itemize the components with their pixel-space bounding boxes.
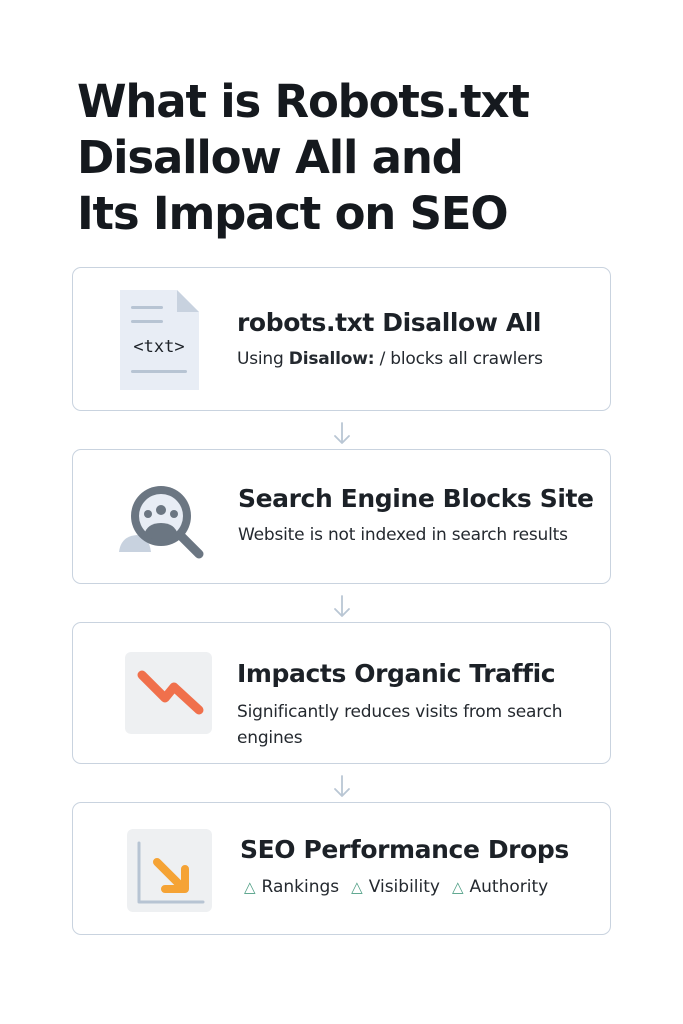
triangle-up-icon: △ xyxy=(351,878,363,896)
text-file-icon: <txt> xyxy=(119,290,201,390)
step-heading: Impacts Organic Traffic xyxy=(237,659,556,688)
step-card-organic-traffic: Impacts Organic Traffic Significantly re… xyxy=(72,622,611,764)
step-description: Website is not indexed in search results xyxy=(238,525,568,545)
title-line-1: What is Robots.txt xyxy=(77,75,530,128)
tag-visibility: △Visibility xyxy=(351,877,440,897)
step-card-search-engine: Search Engine Blocks Site Website is not… xyxy=(72,449,611,584)
flow-arrow-1 xyxy=(334,422,350,444)
desc-code: Disallow: xyxy=(288,349,375,369)
step-description: Using Disallow: / blocks all crawlers xyxy=(237,346,543,372)
desc-prefix: Using xyxy=(237,349,289,369)
triangle-up-icon: △ xyxy=(244,878,256,896)
triangle-up-icon: △ xyxy=(451,878,464,896)
step-card-robots-txt: <txt> robots.txt Disallow All Using Disa… xyxy=(72,267,611,411)
impact-tags: △Rankings △Visibility △Authority xyxy=(244,877,548,897)
trend-down-icon xyxy=(125,652,212,734)
step-heading: SEO Performance Drops xyxy=(240,835,569,864)
flow-arrow-2 xyxy=(334,595,350,617)
title-line-3: Its Impact on SEO xyxy=(77,187,509,240)
step-heading: robots.txt Disallow All xyxy=(237,308,542,337)
flow-arrow-3 xyxy=(334,775,350,797)
search-user-icon xyxy=(117,480,207,562)
step-description: Significantly reduces visits from search… xyxy=(237,702,563,748)
chart-down-arrow-icon xyxy=(127,829,212,912)
step-card-seo-performance: SEO Performance Drops △Rankings △Visibil… xyxy=(72,802,611,935)
file-icon-label: <txt> xyxy=(133,337,184,357)
tag-authority: △Authority xyxy=(451,877,549,897)
page-title: What is Robots.txt Disallow All and Its … xyxy=(77,74,637,242)
step-heading: Search Engine Blocks Site xyxy=(238,484,594,513)
tag-rankings: △Rankings xyxy=(244,877,340,897)
title-line-2: Disallow All and xyxy=(77,131,464,184)
desc-suffix: / blocks all crawlers xyxy=(374,349,543,369)
